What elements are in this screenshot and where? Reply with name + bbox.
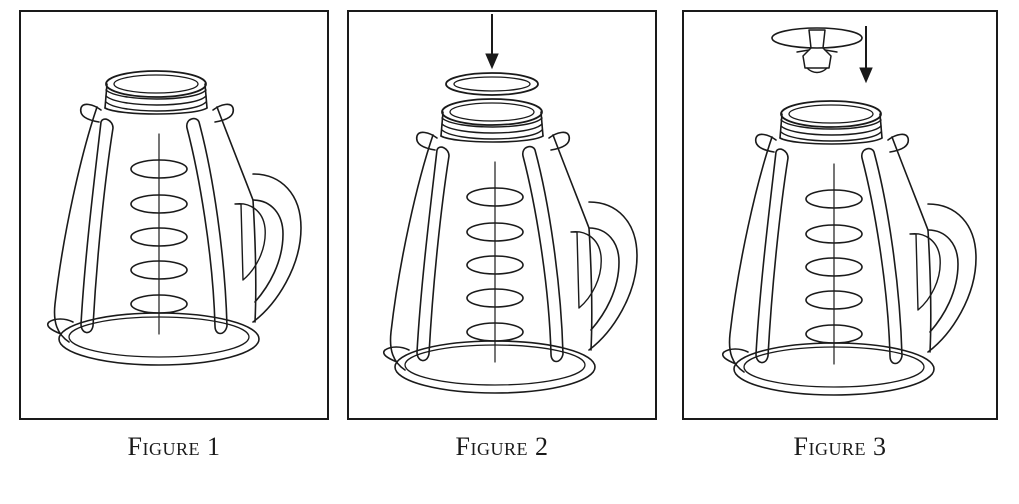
- pitcher-handle-window: [571, 232, 601, 308]
- pitcher-left-rib: [756, 149, 788, 362]
- measurement-mark-1: [467, 188, 523, 206]
- pitcher-rim-top: [106, 71, 206, 97]
- figure-2-drawing: [349, 12, 655, 418]
- pitcher-left-rib: [417, 147, 449, 360]
- pitcher-right-rib: [187, 119, 227, 334]
- pitcher-rim-top: [442, 99, 542, 125]
- pitcher-body: [730, 137, 931, 372]
- measurement-mark-4: [806, 291, 862, 309]
- figure-1-caption: Figure 1: [127, 432, 221, 461]
- pitcher-left-lug: [81, 104, 101, 122]
- blade-disc: [772, 28, 862, 48]
- measurement-mark-1: [131, 160, 187, 178]
- measurement-mark-3: [467, 256, 523, 274]
- down-arrow-head: [860, 68, 872, 82]
- figure-2-panel: [347, 10, 657, 420]
- pitcher-neck-base: [441, 136, 543, 142]
- measurement-mark-2: [806, 225, 862, 243]
- measurement-mark-2: [467, 223, 523, 241]
- measurement-mark-5: [467, 323, 523, 341]
- sealing-ring-outer: [446, 73, 538, 95]
- measurement-mark-3: [131, 228, 187, 246]
- pitcher-rim-top: [781, 101, 881, 127]
- pitcher-handle: [928, 204, 976, 352]
- pitcher-right-rib: [523, 147, 563, 362]
- pitcher-body: [55, 107, 256, 342]
- pitcher-thread-3: [781, 132, 881, 141]
- pitcher-left-rib: [81, 119, 113, 332]
- pitcher-spout: [384, 347, 409, 362]
- figure-1-drawing: [21, 12, 327, 418]
- figure-2-caption: Figure 2: [455, 432, 549, 461]
- measurement-mark-5: [806, 325, 862, 343]
- measurement-mark-4: [467, 289, 523, 307]
- figure-3-drawing: [684, 12, 996, 418]
- pitcher-thread-2: [781, 126, 881, 135]
- measurement-mark-1: [806, 190, 862, 208]
- measurement-mark-3: [806, 258, 862, 276]
- pitcher-thread-3: [106, 102, 206, 111]
- blade-hub: [803, 30, 831, 68]
- blade-assembly: [772, 28, 862, 73]
- figure-3-panel: [682, 10, 998, 420]
- figure-3-caption: Figure 3: [793, 432, 887, 461]
- pitcher-left-lug: [417, 132, 437, 150]
- pitcher-rim-inner: [114, 75, 198, 93]
- sealing-ring: [446, 73, 538, 95]
- down-arrow: [486, 14, 498, 68]
- pitcher-thread-2: [442, 124, 542, 133]
- pitcher-body: [391, 135, 592, 370]
- measurement-mark-2: [131, 195, 187, 213]
- pitcher-thread-1: [106, 90, 206, 99]
- pitcher-rim-inner: [450, 103, 534, 121]
- pitcher-right-rib: [862, 149, 902, 364]
- pitcher-thread-1: [781, 120, 881, 129]
- pitcher-right-lug: [888, 134, 908, 152]
- pitcher-handle: [253, 174, 301, 322]
- measurement-mark-4: [131, 261, 187, 279]
- sealing-ring-inner: [454, 77, 530, 91]
- pitcher-thread-1: [442, 118, 542, 127]
- pitcher-right-lug: [549, 132, 569, 150]
- pitcher-handle-window: [910, 234, 940, 310]
- down-arrow: [860, 26, 872, 82]
- figure-1-panel: [19, 10, 329, 420]
- pitcher-rim-inner: [789, 105, 873, 123]
- pitcher-handle-window: [235, 204, 265, 280]
- down-arrow-head: [486, 54, 498, 68]
- pitcher-left-lug: [756, 134, 776, 152]
- pitcher: [723, 101, 976, 395]
- measurement-mark-5: [131, 295, 187, 313]
- pitcher-thread-2: [106, 96, 206, 105]
- pitcher-neck-base: [105, 108, 207, 114]
- blade-base: [807, 68, 827, 73]
- blade-wings: [797, 50, 837, 52]
- pitcher-neck-base: [780, 138, 882, 144]
- pitcher: [48, 71, 301, 365]
- pitcher-right-lug: [213, 104, 233, 122]
- pitcher: [384, 99, 637, 393]
- pitcher-thread-3: [442, 130, 542, 139]
- pitcher-spout: [723, 349, 748, 364]
- pitcher-handle: [589, 202, 637, 350]
- pitcher-spout: [48, 319, 73, 334]
